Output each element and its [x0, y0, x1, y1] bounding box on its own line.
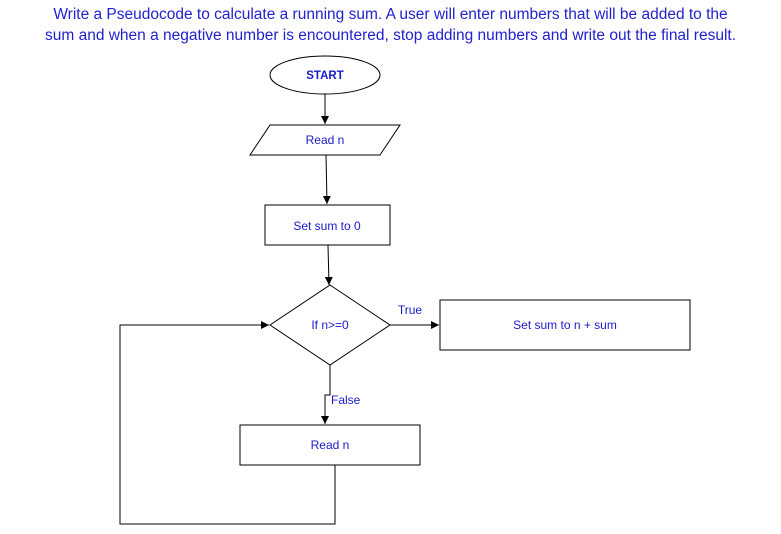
read-n-label: Read n — [306, 133, 345, 147]
decision-label: If n>=0 — [311, 318, 349, 332]
read-n-input-node: Read n — [249, 124, 401, 156]
edge-loop-back — [119, 321, 336, 525]
edge-set-sum-to-decision — [324, 244, 333, 286]
start-node: START — [269, 55, 381, 95]
edge-false — [321, 365, 331, 424]
true-label: True — [398, 303, 423, 317]
read-n-loop-node: Read n — [239, 424, 421, 466]
false-label: False — [331, 393, 361, 407]
set-sum-zero-node: Set sum to 0 — [264, 204, 391, 246]
edge-read-to-set-sum — [322, 154, 331, 205]
page-title: Write a Pseudocode to calculate a runnin… — [0, 4, 781, 46]
title-line-1: Write a Pseudocode to calculate a runnin… — [53, 6, 728, 23]
title-line-2: sum and when a negative number is encoun… — [44, 27, 737, 44]
read-n-loop-label: Read n — [311, 438, 350, 452]
decision-node: If n>=0 — [269, 284, 391, 366]
start-label: START — [306, 70, 343, 82]
set-sum-add-node: Set sum to n + sum — [439, 299, 691, 351]
set-sum-add-label: Set sum to n + sum — [513, 318, 617, 332]
set-sum-zero-label: Set sum to 0 — [293, 219, 361, 233]
